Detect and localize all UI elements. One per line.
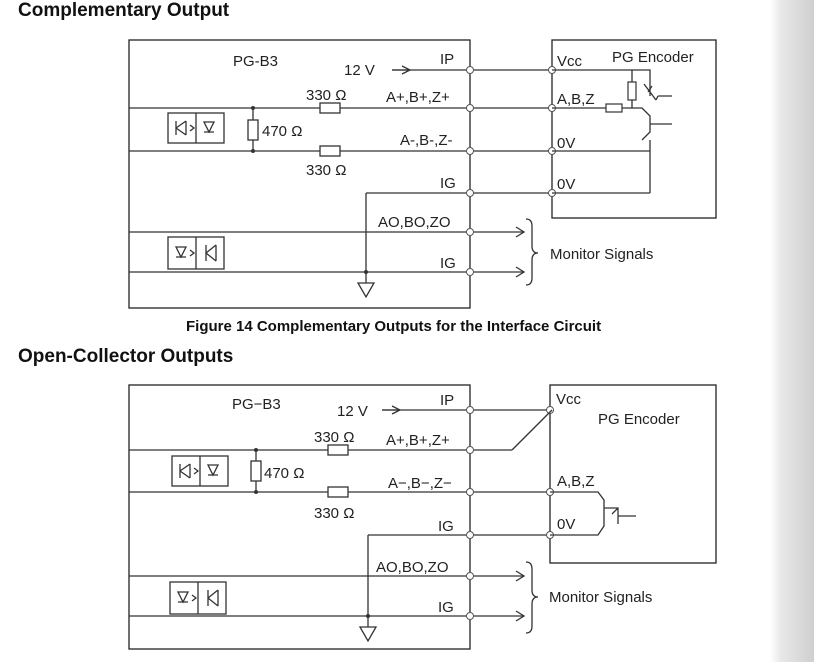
- terminal-dot: [466, 228, 474, 236]
- resistor-330-bottom: [327, 486, 349, 498]
- wire-a-plus-diagonal: [511, 409, 553, 451]
- terminal-ip: IP: [440, 392, 454, 409]
- terminal-ip: IP: [440, 51, 454, 68]
- resistor-330-bottom: [319, 145, 341, 157]
- terminal-dot: [466, 104, 474, 112]
- encoder-pin-0v-2: 0V: [557, 176, 575, 193]
- encoder-pin-0v-1: 0V: [557, 135, 575, 152]
- junction-dot: [251, 149, 255, 153]
- junction-dot: [254, 448, 258, 452]
- resistor-330-bottom-label: 330 Ω: [306, 162, 346, 179]
- resistor-470-label: 470 Ω: [264, 465, 304, 482]
- figure-caption: Figure 14 Complementary Outputs for the …: [186, 318, 602, 335]
- arrow-icon: [515, 570, 526, 582]
- terminal-dot: [466, 531, 474, 539]
- terminal-dot: [466, 572, 474, 580]
- resistor-330-top-label: 330 Ω: [314, 429, 354, 446]
- resistor-470-label: 470 Ω: [262, 123, 302, 140]
- terminal-dot: [466, 612, 474, 620]
- encoder-pin-vcc: Vcc: [556, 391, 582, 408]
- terminal-ig: IG: [438, 518, 454, 535]
- pg-b3-board-box: [128, 39, 471, 309]
- board-label: PG−B3: [232, 396, 281, 413]
- monitor-signals-label: Monitor Signals: [549, 589, 652, 606]
- terminal-dot: [466, 446, 474, 454]
- supply-label: 12 V: [337, 403, 368, 420]
- junction-dot: [364, 270, 368, 274]
- terminal-dot: [466, 488, 474, 496]
- supply-label: 12 V: [344, 62, 375, 79]
- terminal-ig-monitor: IG: [440, 255, 456, 272]
- optocoupler-icon: [167, 236, 225, 270]
- optocoupler-icon: [167, 112, 225, 144]
- pg-encoder-box: [551, 39, 717, 219]
- encoder-label: PG Encoder: [612, 49, 694, 66]
- diagram-open-collector: PG−B3 PG Encoder 12 V IP Vcc 330 Ω A+,B+…: [128, 384, 717, 650]
- junction-dot: [366, 614, 370, 618]
- encoder-transistor-icon: [552, 69, 672, 194]
- monitor-signals-label: Monitor Signals: [550, 246, 653, 263]
- optocoupler-icon: [171, 455, 229, 487]
- terminal-ig-monitor: IG: [438, 599, 454, 616]
- junction-dot: [254, 490, 258, 494]
- encoder-label: PG Encoder: [598, 411, 680, 428]
- resistor-330-top: [327, 444, 349, 456]
- encoder-pin-0v: 0V: [557, 516, 575, 533]
- arrow-icon: [515, 226, 526, 238]
- page-edge-shadow: [770, 0, 814, 662]
- encoder-pin-abz: A,B,Z: [557, 473, 595, 490]
- resistor-470: [247, 119, 259, 141]
- pg-b3-board-box: [128, 384, 471, 650]
- resistor-330-top: [319, 102, 341, 114]
- junction-dot: [251, 106, 255, 110]
- terminal-ig: IG: [440, 175, 456, 192]
- terminal-ao-bo-zo: AO,BO,ZO: [376, 559, 449, 576]
- encoder-pin-vcc: Vcc: [557, 53, 583, 70]
- terminal-dot: [546, 406, 554, 414]
- optocoupler-icon: [169, 581, 227, 615]
- encoder-pin-abz: A,B,Z: [557, 91, 595, 108]
- terminal-dot: [466, 147, 474, 155]
- complementary-output-heading: Complementary Output: [18, 0, 230, 21]
- arrow-icon: [515, 266, 526, 278]
- diagram-complementary: PG-B3 PG Encoder 12 V IP Vcc 330 Ω A+,B+…: [128, 39, 717, 309]
- brace-icon: [525, 218, 539, 286]
- terminal-dot: [466, 189, 474, 197]
- terminal-a-plus: A+,B+,Z+: [386, 89, 450, 106]
- resistor-330-top-label: 330 Ω: [306, 87, 346, 104]
- resistor-470: [250, 460, 262, 482]
- terminal-a-plus: A+,B+,Z+: [386, 432, 450, 449]
- board-label: PG-B3: [233, 53, 278, 70]
- encoder-transistor-icon: [550, 491, 636, 536]
- ground-icon: [356, 282, 376, 299]
- open-collector-heading: Open-Collector Outputs: [18, 346, 234, 367]
- brace-icon: [525, 561, 539, 634]
- arrow-icon: [515, 610, 526, 622]
- terminal-ao-bo-zo: AO,BO,ZO: [378, 214, 451, 231]
- pg-encoder-box: [549, 384, 717, 564]
- terminal-dot: [466, 268, 474, 276]
- terminal-dot: [466, 406, 474, 414]
- resistor-330-bottom-label: 330 Ω: [314, 505, 354, 522]
- terminal-a-minus: A-,B-,Z-: [400, 132, 453, 149]
- terminal-a-minus: A−,B−,Z−: [388, 475, 452, 492]
- terminal-dot: [466, 66, 474, 74]
- ground-icon: [358, 626, 378, 643]
